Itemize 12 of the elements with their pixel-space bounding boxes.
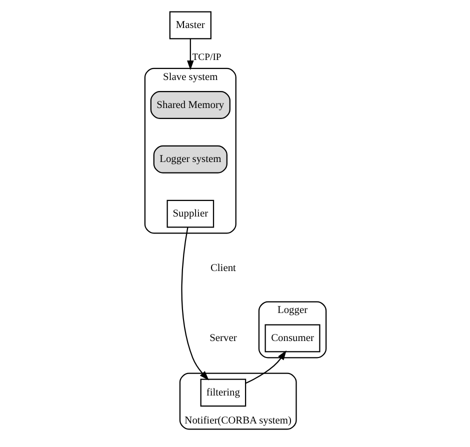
edge-label: TCP/IP [192,52,221,63]
node-box: Master [168,11,211,40]
label: Server [209,333,236,344]
arrow [186,38,194,70]
node-box: Logger system [152,145,227,174]
node-box: Shared Memory [150,91,230,119]
arrow [244,350,286,384]
node-box: Consumer [264,324,320,352]
arrow [180,227,208,380]
node-box: Supplier [166,200,214,228]
label: Client [210,262,236,274]
node-box: filtering [200,378,246,407]
